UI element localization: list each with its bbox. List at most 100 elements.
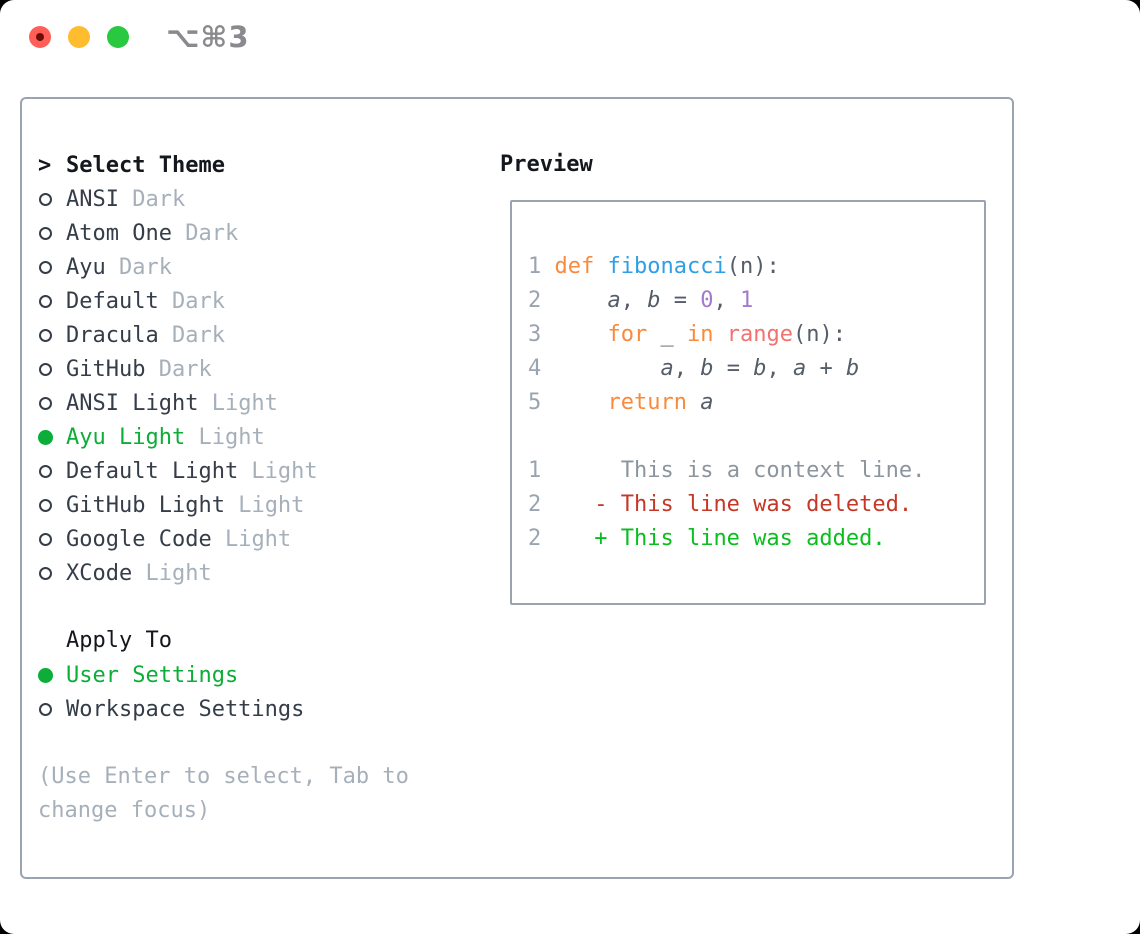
code-token-plain: [541, 458, 620, 483]
code-token-plain: [555, 356, 661, 381]
code-token-var: a: [700, 390, 714, 415]
apply-option-workspace-settings[interactable]: Workspace Settings: [38, 692, 480, 726]
traffic-lights: [29, 26, 129, 48]
minimize-button[interactable]: [68, 26, 90, 48]
code-token-ctx: This is a context line.: [620, 458, 926, 483]
code-token-nlit: 0: [700, 288, 714, 313]
theme-option-ayu[interactable]: Ayu Dark: [38, 250, 480, 284]
code-line-3: 3 for _ in range(n):: [528, 318, 984, 352]
radio-selected-icon: [38, 429, 53, 445]
code-token-var: b: [647, 288, 661, 313]
code-token-kw: def: [554, 254, 595, 279]
theme-option-github[interactable]: GitHub Dark: [38, 352, 480, 386]
radio-unselected-icon: [39, 702, 52, 716]
code-token-plain: ,: [766, 356, 793, 381]
radio-unselected-icon: [39, 464, 52, 478]
theme-option-ansi-light[interactable]: ANSI Light Light: [38, 386, 480, 420]
code-token-plain: (n):: [726, 254, 780, 279]
code-token-ln: 5: [528, 390, 555, 415]
code-line-6: [528, 420, 984, 454]
theme-variant-label: Light: [224, 492, 305, 518]
theme-variant-label: Dark: [171, 220, 239, 246]
code-token-plain: [555, 390, 608, 415]
theme-option-label: ANSI: [66, 186, 119, 212]
help-text: (Use Enter to select, Tab to change focu…: [38, 764, 409, 823]
close-button[interactable]: [29, 26, 51, 48]
theme-option-label: Ayu Light: [66, 424, 186, 450]
radio-unselected-icon: [39, 328, 52, 342]
theme-option-google-code[interactable]: Google Code Light: [38, 522, 480, 556]
select-theme-header-label: Select Theme: [66, 152, 225, 178]
code-token-ln: 3: [528, 322, 555, 347]
preview-column: Preview 1 def fibonacci(n):2 a, b = 0, 1…: [500, 148, 996, 605]
theme-option-ayu-light[interactable]: Ayu Light Light: [38, 420, 480, 454]
code-token-add: + This line was added.: [594, 526, 886, 551]
code-line-1: 1 def fibonacci(n):: [528, 250, 984, 284]
code-token-plain: [555, 322, 608, 347]
code-token-var: b: [753, 356, 767, 381]
code-token-ln: 2: [528, 526, 542, 551]
theme-option-label: Default: [66, 288, 159, 314]
theme-option-default[interactable]: Default Dark: [38, 284, 480, 318]
apply-option-label: Workspace Settings: [66, 696, 305, 722]
code-token-kw: for: [607, 322, 648, 347]
code-token-plain: [555, 288, 608, 313]
apply-option-user-settings[interactable]: User Settings: [38, 658, 480, 692]
theme-variant-label: Dark: [118, 186, 186, 212]
code-token-plain: [541, 526, 594, 551]
theme-variant-label: Light: [185, 424, 265, 450]
theme-option-default-light[interactable]: Default Light Light: [38, 454, 480, 488]
theme-variant-label: Light: [238, 458, 318, 484]
radio-unselected-icon: [39, 566, 52, 580]
code-token-var: b: [700, 356, 714, 381]
theme-option-label: Dracula: [66, 322, 159, 348]
radio-unselected-icon: [39, 226, 52, 240]
theme-option-github-light[interactable]: GitHub Light Light: [38, 488, 480, 522]
code-token-var: a: [792, 356, 807, 381]
theme-option-ansi[interactable]: ANSI Dark: [38, 182, 480, 216]
theme-variant-label: Light: [211, 526, 292, 552]
theme-option-xcode[interactable]: XCode Light: [38, 556, 480, 590]
theme-option-atom-one[interactable]: Atom One Dark: [38, 216, 480, 250]
zoom-button[interactable]: [107, 26, 129, 48]
code-token-plain: +: [806, 356, 846, 381]
code-token-ln: 1: [528, 458, 542, 483]
theme-option-label: Atom One: [66, 220, 172, 246]
code-token-ln: 1: [528, 254, 555, 279]
theme-variant-label: Light: [132, 560, 212, 586]
window-title: ⌥⌘3: [166, 20, 250, 54]
code-line-4: 4 a, b = b, a + b: [528, 352, 984, 386]
theme-option-dracula[interactable]: Dracula Dark: [38, 318, 480, 352]
theme-variant-label: Light: [198, 390, 278, 416]
theme-option-label: ANSI Light: [66, 390, 199, 416]
theme-variant-label: Dark: [158, 288, 225, 314]
code-token-plain: [541, 492, 594, 517]
cursor-prompt-icon: >: [38, 152, 52, 178]
radio-unselected-icon: [39, 294, 52, 308]
radio-unselected-icon: [39, 192, 52, 206]
code-token-builtin: range: [726, 322, 793, 347]
radio-unselected-icon: [39, 532, 52, 546]
apply-option-label: User Settings: [66, 662, 239, 688]
code-token-plain: ,: [620, 288, 648, 313]
radio-selected-icon: [38, 667, 53, 683]
code-token-var: a: [660, 356, 674, 381]
code-token-plain: =: [713, 356, 754, 381]
code-token-plain: [594, 254, 607, 279]
theme-option-label: Default Light: [66, 458, 239, 484]
code-line-7: 1 This is a context line.: [528, 454, 984, 488]
code-token-ln: 2: [528, 288, 555, 313]
theme-option-label: Google Code: [66, 526, 212, 552]
theme-variant-label: Dark: [158, 322, 225, 348]
code-token-fn: fibonacci: [607, 254, 727, 279]
radio-unselected-icon: [39, 260, 52, 274]
code-line-2: 2 a, b = 0, 1: [528, 284, 984, 318]
code-token-ln: 2: [528, 492, 542, 517]
code-token-plain: [713, 322, 726, 347]
code-line-5: 5 return a: [528, 386, 984, 420]
radio-unselected-icon: [39, 498, 52, 512]
code-token-kw: return: [607, 390, 687, 415]
